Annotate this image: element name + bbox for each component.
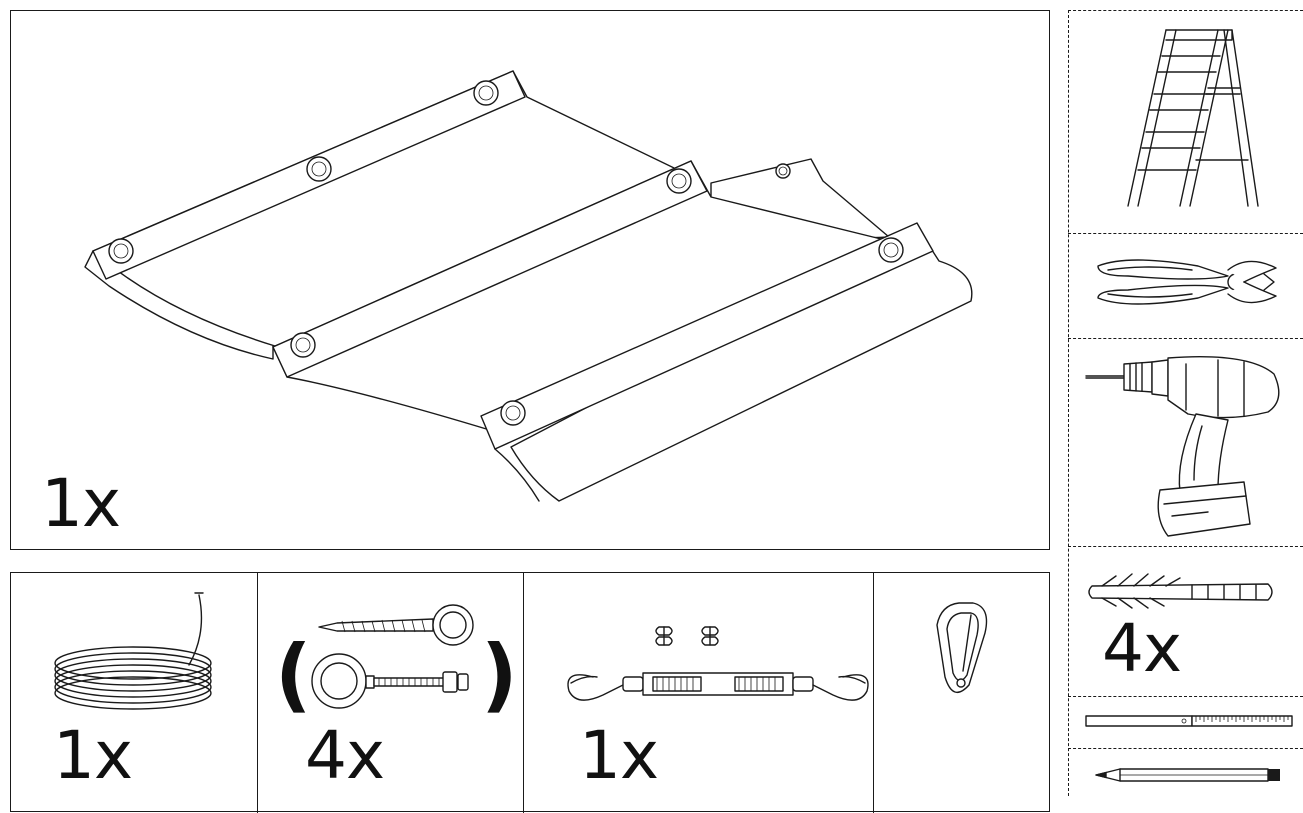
wire-rope-quantity: 1x — [53, 717, 133, 794]
turnbuckle-quantity: 1x — [579, 717, 659, 794]
paren-open: ( — [275, 628, 312, 721]
part-wire-rope: 1x — [11, 573, 257, 813]
carabiner-icon — [936, 602, 988, 694]
tools-column: 4x — [1068, 10, 1303, 796]
cordless-drill-icon — [1085, 356, 1280, 537]
part-carabiner — [873, 573, 1051, 813]
turnbuckle-and-wire-clamps-icon — [567, 626, 869, 701]
eye-hardware-quantity: 4x — [305, 717, 385, 794]
parts-panel: 1x ( ) 4x — [10, 572, 1051, 813]
wall-plug-quantity: 4x — [1102, 610, 1182, 687]
ladder-icon — [1127, 29, 1259, 207]
part-divider — [523, 573, 524, 813]
part-divider — [257, 573, 258, 813]
pencil-icon — [1095, 768, 1280, 782]
eye-screw-and-eye-bolt-icon — [311, 604, 474, 709]
folding-ruler-icon — [1085, 715, 1293, 727]
part-eye-hardware: ( ) 4x — [257, 573, 523, 813]
pliers-icon — [1097, 259, 1277, 305]
part-divider — [873, 573, 874, 813]
sail-quantity: 1x — [41, 465, 121, 542]
shade-sail-icon — [84, 70, 973, 502]
main-panel: 1x — [10, 10, 1050, 550]
part-turnbuckle: 1x — [523, 573, 873, 813]
wire-rope-coil-icon — [54, 592, 212, 710]
wall-plug-icon — [1088, 573, 1273, 609]
grommet-icon — [108, 80, 904, 426]
paren-close: ) — [481, 628, 518, 721]
